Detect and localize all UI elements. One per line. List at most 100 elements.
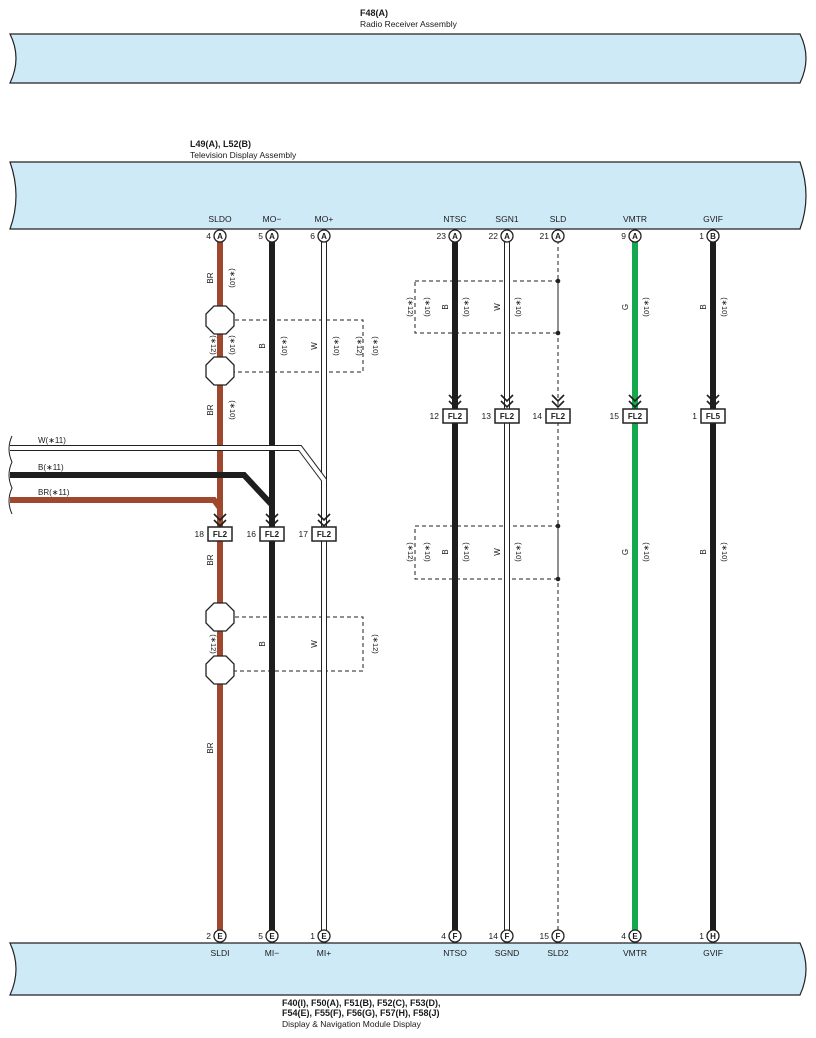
top-conn-gvif: B <box>710 232 716 241</box>
wire-label-b-mo-2: B <box>258 641 267 646</box>
bottom-conn-sldi: E <box>217 932 223 941</box>
tv-display-panel: L49(A), L52(B) Television Display Assemb… <box>9 139 807 230</box>
twist-markers <box>205 305 235 685</box>
radio-code: F48(A) <box>360 8 388 18</box>
top-pin-sld: 21 <box>540 231 550 241</box>
note-n10: (∗10) <box>720 542 729 562</box>
junction-pin-sldo: 18 <box>195 529 205 539</box>
junction-id-gvif: FL5 <box>706 412 721 421</box>
top-signal-ntsc: NTSC <box>443 214 466 224</box>
wire-label-b-gvif-2: B <box>699 549 708 554</box>
wire-label-g-2: G <box>621 549 630 555</box>
wire-label-w-sgn-1: W <box>493 303 502 311</box>
note-n10: (∗10) <box>514 542 523 562</box>
note-n12: (∗12) <box>406 297 415 317</box>
note-n10: (∗10) <box>228 268 237 288</box>
junction-id-ntsc: FL2 <box>448 412 463 421</box>
top-conn-mo-plus: A <box>321 232 327 241</box>
tv-code: L49(A), L52(B) <box>190 139 251 149</box>
wire-color-labels: BR BR BR BR B B W W B B W W G G B B <box>206 272 708 753</box>
top-conn-mo-minus: A <box>269 232 275 241</box>
top-pin-mo-minus: 5 <box>258 231 263 241</box>
wire-label-b-ntsc-1: B <box>441 304 450 309</box>
nav-code-line2: F54(E), F55(F), F56(G), F57(H), F58(J) <box>282 1008 440 1018</box>
wire-label-w-mo-2: W <box>310 640 319 648</box>
note-n10: (∗10) <box>228 400 237 420</box>
junction-pin-mo-minus: 16 <box>247 529 257 539</box>
top-conn-vmtr: A <box>632 232 638 241</box>
bottom-signal-sldi: SLDI <box>211 948 230 958</box>
bottom-pin-sldi: 2 <box>206 931 211 941</box>
junction-pin-ntsc: 12 <box>430 411 440 421</box>
top-signal-sldo: SLDO <box>208 214 232 224</box>
top-terminals <box>213 229 720 243</box>
note-n10: (∗10) <box>720 297 729 317</box>
top-signal-sgn1: SGN1 <box>495 214 518 224</box>
bottom-conn-vmtr: E <box>632 932 638 941</box>
radio-name: Radio Receiver Assembly <box>360 19 458 29</box>
note-n10: (∗10) <box>642 542 651 562</box>
bottom-pin-ntso: 4 <box>441 931 446 941</box>
side-wire-label-br: BR(∗11) <box>38 488 70 497</box>
junction-boxes-lower <box>207 526 337 542</box>
bottom-pin-gvif: 1 <box>699 931 704 941</box>
side-wire-label-w: W(∗11) <box>38 436 66 445</box>
wire-label-b-ntsc-2: B <box>441 549 450 554</box>
bottom-signal-mi-plus: MI+ <box>317 948 331 958</box>
note-n12: (∗12) <box>371 634 380 654</box>
junction-id-vmtr: FL2 <box>628 412 643 421</box>
top-conn-sgn1: A <box>504 232 510 241</box>
bottom-signal-vmtr: VMTR <box>623 948 647 958</box>
junction-pin-sld: 14 <box>533 411 543 421</box>
bottom-terminals <box>213 929 720 943</box>
wire-label-g-1: G <box>621 304 630 310</box>
note-n10: (∗10) <box>423 542 432 562</box>
side-wires <box>10 445 327 514</box>
junction-pin-sgn1: 13 <box>482 411 492 421</box>
top-pin-sgn1: 22 <box>489 231 499 241</box>
note-n10: (∗10) <box>462 542 471 562</box>
bottom-signal-gvif: GVIF <box>703 948 723 958</box>
junction-id-mo-minus: FL2 <box>265 530 280 539</box>
bottom-signal-sld2: SLD2 <box>547 948 569 958</box>
note-n10: (∗10) <box>280 336 289 356</box>
top-conn-sld: A <box>555 232 561 241</box>
bottom-signal-ntso: NTSO <box>443 948 467 958</box>
bottom-conn-sgnd: F <box>505 932 510 941</box>
note-n10: (∗10) <box>423 297 432 317</box>
wire-label-br-2: BR <box>206 404 215 415</box>
junction-id-mo-plus: FL2 <box>317 530 332 539</box>
note-n10: (∗10) <box>228 335 237 355</box>
side-wire-label-b: B(∗11) <box>38 463 64 472</box>
top-signal-mo-minus: MO− <box>263 214 282 224</box>
top-pin-sldo: 4 <box>206 231 211 241</box>
wire-label-b-mo-1: B <box>258 343 267 348</box>
top-signal-sld: SLD <box>550 214 567 224</box>
wire-label-br-3: BR <box>206 554 215 565</box>
bottom-conn-mi-plus: E <box>321 932 327 941</box>
radio-receiver-panel: F48(A) Radio Receiver Assembly <box>9 8 807 84</box>
bottom-signal-mi-minus: MI− <box>265 948 279 958</box>
tv-name: Television Display Assembly <box>190 150 297 160</box>
note-n10: (∗10) <box>514 297 523 317</box>
note-n12: (∗12) <box>355 336 364 356</box>
note-n10: (∗10) <box>371 336 380 356</box>
wire-label-w-mo-1: W <box>310 342 319 350</box>
wire-label-b-gvif-1: B <box>699 304 708 309</box>
top-signal-vmtr: VMTR <box>623 214 647 224</box>
bottom-signal-sgnd: SGND <box>495 948 520 958</box>
junction-id-sgn1: FL2 <box>500 412 515 421</box>
note-n10: (∗10) <box>332 336 341 356</box>
junction-id-sld: FL2 <box>551 412 566 421</box>
bottom-pin-vmtr: 4 <box>621 931 626 941</box>
note-n12: (∗12) <box>209 335 218 355</box>
top-pin-gvif: 1 <box>699 231 704 241</box>
junction-id-sldo: FL2 <box>213 530 228 539</box>
top-pin-ntsc: 23 <box>437 231 447 241</box>
bottom-conn-sld2: F <box>556 932 561 941</box>
note-n10: (∗10) <box>642 297 651 317</box>
bottom-pin-mi-minus: 5 <box>258 931 263 941</box>
bottom-pin-sgnd: 14 <box>489 931 499 941</box>
top-signal-mo-plus: MO+ <box>315 214 334 224</box>
